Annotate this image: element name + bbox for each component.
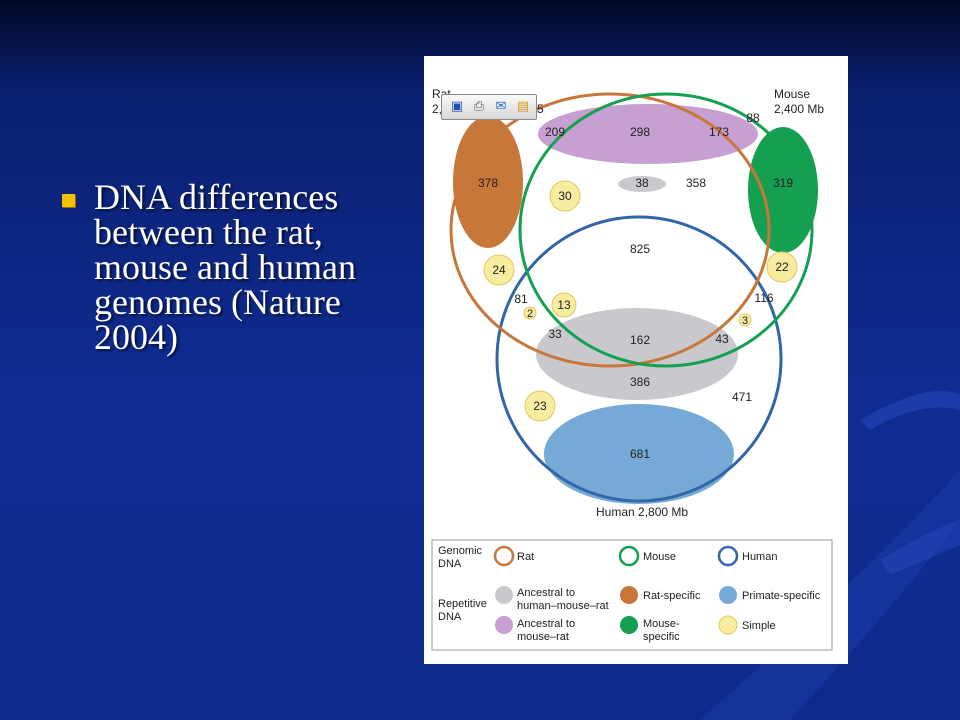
value-471: 471 — [732, 390, 752, 404]
rat-genome-size: 2, — [432, 102, 442, 116]
legend-rat-specific-swatch — [620, 586, 638, 604]
value-81: 81 — [514, 292, 528, 306]
legend-mouse-text: Mouse — [643, 551, 676, 563]
circle-simple-30 — [549, 180, 581, 212]
ellipse-mouse-specific — [748, 127, 818, 253]
legend-ancestral-mr-text: Ancestral to — [517, 618, 575, 630]
value-116: 116 — [754, 291, 773, 305]
legend-human-text: Human — [742, 551, 777, 563]
value-22: 22 — [775, 260, 789, 274]
legend-mouse-specific-text-2: specific — [643, 631, 680, 643]
email-icon[interactable]: ✉ — [495, 99, 507, 114]
legend-rat-swatch — [493, 545, 515, 567]
value-358: 358 — [686, 176, 706, 190]
legend-ancestral-mr-text-2: mouse–rat — [517, 631, 569, 643]
mouse-genome-size: 2,400 Mb — [774, 102, 824, 116]
legend-human-swatch — [717, 545, 739, 567]
legend-simple-text: Simple — [742, 620, 776, 632]
print-icon[interactable]: ⎙ — [473, 99, 485, 114]
value-43: 43 — [715, 332, 729, 346]
legend-mouse-specific-swatch — [620, 616, 638, 634]
value-386: 386 — [630, 375, 650, 389]
value-88: 88 — [746, 111, 760, 125]
value-173: 173 — [709, 125, 729, 139]
legend-primate-specific-text: Primate-specific — [742, 590, 821, 602]
legend-ancestral-hmr-text: Ancestral to — [517, 587, 575, 599]
value-825: 825 — [630, 242, 650, 256]
bullet-item: DNA differences between the rat, mouse a… — [62, 177, 412, 357]
ellipse-ancestral-hmr — [536, 308, 738, 400]
value-378: 378 — [478, 176, 498, 190]
circle-mouse-genome — [518, 92, 814, 368]
legend-mouse-specific-text: Mouse- — [643, 618, 680, 630]
legend-ancestral-mr-swatch — [495, 616, 513, 634]
value-33: 33 — [548, 327, 562, 341]
circle-simple-22 — [766, 251, 798, 283]
legend-primate-specific-swatch — [719, 586, 737, 604]
bullet-marker — [62, 194, 75, 207]
circle-simple-2 — [523, 306, 537, 320]
value-319: 319 — [773, 176, 793, 190]
legend-ancestral-hmr-text-2: human–mouse–rat — [517, 600, 609, 612]
venn-figure: Rat 2, 5 Mouse 2,400 Mb Human 2,800 Mb 2… — [424, 56, 848, 664]
value-38: 38 — [635, 176, 649, 190]
circle-simple-24 — [483, 254, 515, 286]
human-genome-label: Human 2,800 Mb — [596, 505, 688, 519]
legend-ancestral-hmr-swatch — [495, 586, 513, 604]
value-13: 13 — [557, 298, 571, 312]
mouse-genome-label: Mouse — [774, 87, 810, 101]
circle-simple-3 — [738, 313, 752, 327]
bullet-text: DNA differences between the rat, mouse a… — [94, 177, 356, 357]
save-icon[interactable]: ▣ — [450, 99, 464, 114]
legend-rat-specific-text: Rat-specific — [643, 590, 701, 602]
value-3: 3 — [742, 315, 748, 327]
ellipse-rat-specific — [453, 116, 523, 248]
legend-genomic-label: Genomic — [438, 545, 483, 557]
ellipse-ancestral-hmr-small — [618, 176, 666, 192]
rat-genome-size-tail: 5 — [537, 102, 544, 116]
circle-simple-13 — [551, 292, 577, 318]
legend-repetitive-label-2: DNA — [438, 611, 462, 623]
value-162: 162 — [630, 333, 650, 347]
circle-simple-23 — [524, 390, 556, 422]
value-30: 30 — [558, 189, 572, 203]
folder-icon[interactable]: ▤ — [516, 99, 530, 114]
value-24: 24 — [492, 263, 506, 277]
legend-simple-swatch — [718, 615, 738, 635]
value-681: 681 — [630, 447, 650, 461]
legend-genomic-label-2: DNA — [438, 558, 462, 570]
value-298: 298 — [630, 125, 650, 139]
value-209: 209 — [545, 125, 565, 139]
legend-rat-text: Rat — [517, 551, 534, 563]
circle-rat-genome — [449, 92, 771, 368]
value-23: 23 — [533, 399, 547, 413]
legend-mouse-swatch — [618, 545, 640, 567]
circle-human-genome — [495, 215, 783, 503]
ellipse-primate-specific — [544, 404, 734, 504]
value-2: 2 — [527, 308, 533, 320]
legend-repetitive-label: Repetitive — [438, 598, 487, 610]
image-toolbar: ▣ ⎙ ✉ ▤ — [441, 94, 537, 120]
